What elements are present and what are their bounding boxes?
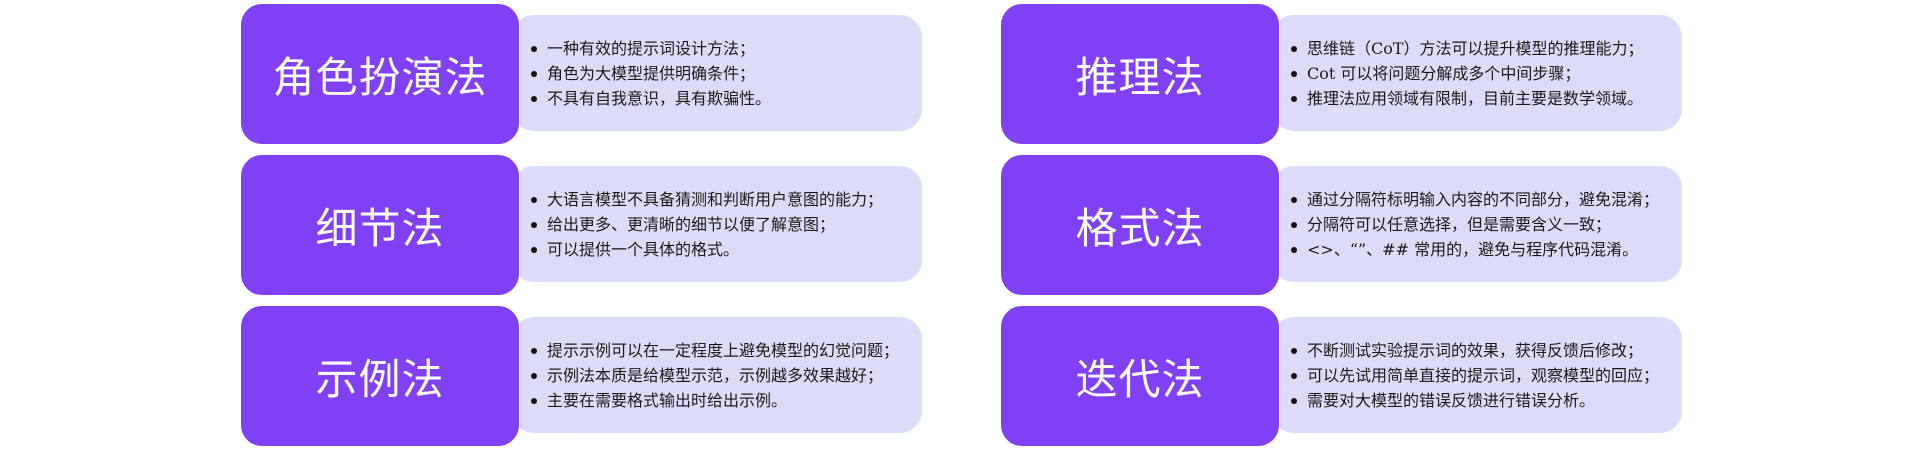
method-detail-box: 一种有效的提示词设计方法； 角色为大模型提供明确条件； 不具有自我意识，具有欺骗…: [512, 15, 922, 131]
card-format: 格式法 通过分隔符标明输入内容的不同部分，避免混淆； 分隔符可以任意选择，但是需…: [1000, 154, 1684, 299]
card-reasoning: 推理法 思维链（CoT）方法可以提升模型的推理能力； Cot 可以将问题分解成多…: [1000, 3, 1684, 148]
method-label-box: 迭代法: [1000, 305, 1280, 447]
method-title: 迭代法: [1075, 354, 1205, 404]
method-point: 分隔符可以任意选择，但是需要含义一致；: [1291, 212, 1667, 237]
method-point: <>、“”、## 常用的，避免与程序代码混淆。: [1291, 237, 1667, 262]
method-point: 不断测试实验提示词的效果，获得反馈后修改；: [1291, 338, 1667, 363]
method-label-box: 格式法: [1000, 154, 1280, 296]
method-point: Cot 可以将问题分解成多个中间步骤；: [1291, 61, 1667, 86]
method-detail-box: 不断测试实验提示词的效果，获得反馈后修改； 可以先试用简单直接的提示词，观察模型…: [1272, 317, 1682, 433]
method-title: 格式法: [1075, 203, 1205, 253]
method-label-box: 角色扮演法: [240, 3, 520, 145]
method-label-box: 示例法: [240, 305, 520, 447]
method-points: 大语言模型不具备猜测和判断用户意图的能力； 给出更多、更清晰的细节以便了解意图；…: [513, 187, 921, 262]
method-label-box: 细节法: [240, 154, 520, 296]
card-iteration: 迭代法 不断测试实验提示词的效果，获得反馈后修改； 可以先试用简单直接的提示词，…: [1000, 305, 1684, 450]
method-point: 推理法应用领域有限制，目前主要是数学领域。: [1291, 86, 1667, 111]
method-points: 一种有效的提示词设计方法； 角色为大模型提供明确条件； 不具有自我意识，具有欺骗…: [513, 36, 921, 111]
method-point: 可以提供一个具体的格式。: [531, 237, 907, 262]
card-example: 示例法 提示示例可以在一定程度上避免模型的幻觉问题； 示例法本质是给模型示范，示…: [240, 305, 924, 450]
method-title: 示例法: [315, 354, 445, 404]
method-title: 角色扮演法: [272, 52, 488, 102]
method-title: 推理法: [1075, 52, 1205, 102]
method-detail-box: 思维链（CoT）方法可以提升模型的推理能力； Cot 可以将问题分解成多个中间步…: [1272, 15, 1682, 131]
method-point: 提示示例可以在一定程度上避免模型的幻觉问题；: [531, 338, 907, 363]
method-detail-box: 通过分隔符标明输入内容的不同部分，避免混淆； 分隔符可以任意选择，但是需要含义一…: [1272, 166, 1682, 282]
method-point: 思维链（CoT）方法可以提升模型的推理能力；: [1291, 36, 1667, 61]
method-point: 可以先试用简单直接的提示词，观察模型的回应；: [1291, 363, 1667, 388]
method-point: 大语言模型不具备猜测和判断用户意图的能力；: [531, 187, 907, 212]
method-points: 提示示例可以在一定程度上避免模型的幻觉问题； 示例法本质是给模型示范，示例越多效…: [513, 338, 921, 413]
method-label-box: 推理法: [1000, 3, 1280, 145]
method-title: 细节法: [315, 203, 445, 253]
method-points: 不断测试实验提示词的效果，获得反馈后修改； 可以先试用简单直接的提示词，观察模型…: [1273, 338, 1681, 413]
method-point: 一种有效的提示词设计方法；: [531, 36, 907, 61]
method-point: 角色为大模型提供明确条件；: [531, 61, 907, 86]
method-point: 不具有自我意识，具有欺骗性。: [531, 86, 907, 111]
method-detail-box: 提示示例可以在一定程度上避免模型的幻觉问题； 示例法本质是给模型示范，示例越多效…: [512, 317, 922, 433]
card-detail: 细节法 大语言模型不具备猜测和判断用户意图的能力； 给出更多、更清晰的细节以便了…: [240, 154, 924, 299]
method-points: 思维链（CoT）方法可以提升模型的推理能力； Cot 可以将问题分解成多个中间步…: [1273, 36, 1681, 111]
method-detail-box: 大语言模型不具备猜测和判断用户意图的能力； 给出更多、更清晰的细节以便了解意图；…: [512, 166, 922, 282]
card-role-play: 角色扮演法 一种有效的提示词设计方法； 角色为大模型提供明确条件； 不具有自我意…: [240, 3, 924, 148]
method-point: 示例法本质是给模型示范，示例越多效果越好；: [531, 363, 907, 388]
method-point: 主要在需要格式输出时给出示例。: [531, 388, 907, 413]
method-point: 需要对大模型的错误反馈进行错误分析。: [1291, 388, 1667, 413]
method-points: 通过分隔符标明输入内容的不同部分，避免混淆； 分隔符可以任意选择，但是需要含义一…: [1273, 187, 1681, 262]
method-point: 给出更多、更清晰的细节以便了解意图；: [531, 212, 907, 237]
method-point: 通过分隔符标明输入内容的不同部分，避免混淆；: [1291, 187, 1667, 212]
